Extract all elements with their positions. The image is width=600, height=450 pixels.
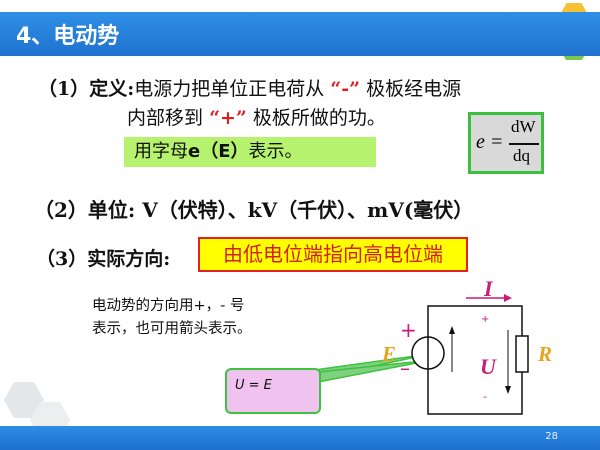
note-line-2: 表示，也可用箭头表示。 [92, 321, 252, 337]
symbol-paren: （E） [200, 141, 249, 162]
formula-box: e = dW dq [468, 112, 544, 174]
resistor-symbol [515, 335, 529, 373]
page-title: 4、电动势 [16, 24, 120, 49]
direction-label: （3）实际方向: [36, 248, 171, 270]
formula-lhs: e = [476, 131, 504, 153]
emf-label: E [382, 342, 397, 366]
unit-line: （2）单位: V（伏特）、kV（千伏）、mV(毫伏） [34, 198, 474, 222]
definition-label: （1）定义: [38, 78, 135, 100]
symbol-prefix: 用字母 [134, 141, 188, 162]
definition-line-2: 内部移到 “+” 极板所做的功。 [127, 103, 386, 130]
definition-text-2-end: 极板所做的功。 [252, 107, 386, 129]
formula-denominator: dq [513, 146, 530, 165]
inner-minus-label: - [483, 390, 487, 403]
symbol-letter: e [188, 141, 201, 162]
note-line-1: 电动势的方向用+，- 号 [92, 298, 245, 314]
page-number: 28 [545, 431, 558, 442]
symbol-suffix: 表示。 [248, 141, 303, 162]
definition-text-2: 内部移到 [127, 107, 204, 129]
inner-plus-label: + [481, 314, 490, 325]
current-label: I [484, 276, 493, 301]
voltage-label: U [480, 354, 496, 379]
callout-box: U = E [225, 368, 321, 414]
title-bar [0, 12, 600, 56]
resistor-label: R [538, 342, 553, 366]
symbol-box: 用字母e（E）表示。 [124, 137, 376, 167]
definition-line-1: （1）定义:电源力把单位正电荷从 “-” 极板经电源 [38, 74, 461, 101]
definition-text-1-end: 极板经电源 [366, 78, 462, 100]
hexagon-decoration-bottom [4, 382, 70, 428]
minus-quote: “-” [330, 78, 361, 100]
plus-quote: “+” [209, 107, 247, 129]
positive-terminal-label: + [400, 318, 417, 342]
footer-bar [0, 426, 600, 450]
formula-numerator: dW [511, 117, 536, 136]
direction-value-box: 由低电位端指向高电位端 [198, 237, 468, 272]
negative-terminal-label: – [400, 356, 410, 380]
fraction-bar [509, 143, 539, 145]
definition-text-1: 电源力把单位正电荷从 [134, 78, 325, 100]
